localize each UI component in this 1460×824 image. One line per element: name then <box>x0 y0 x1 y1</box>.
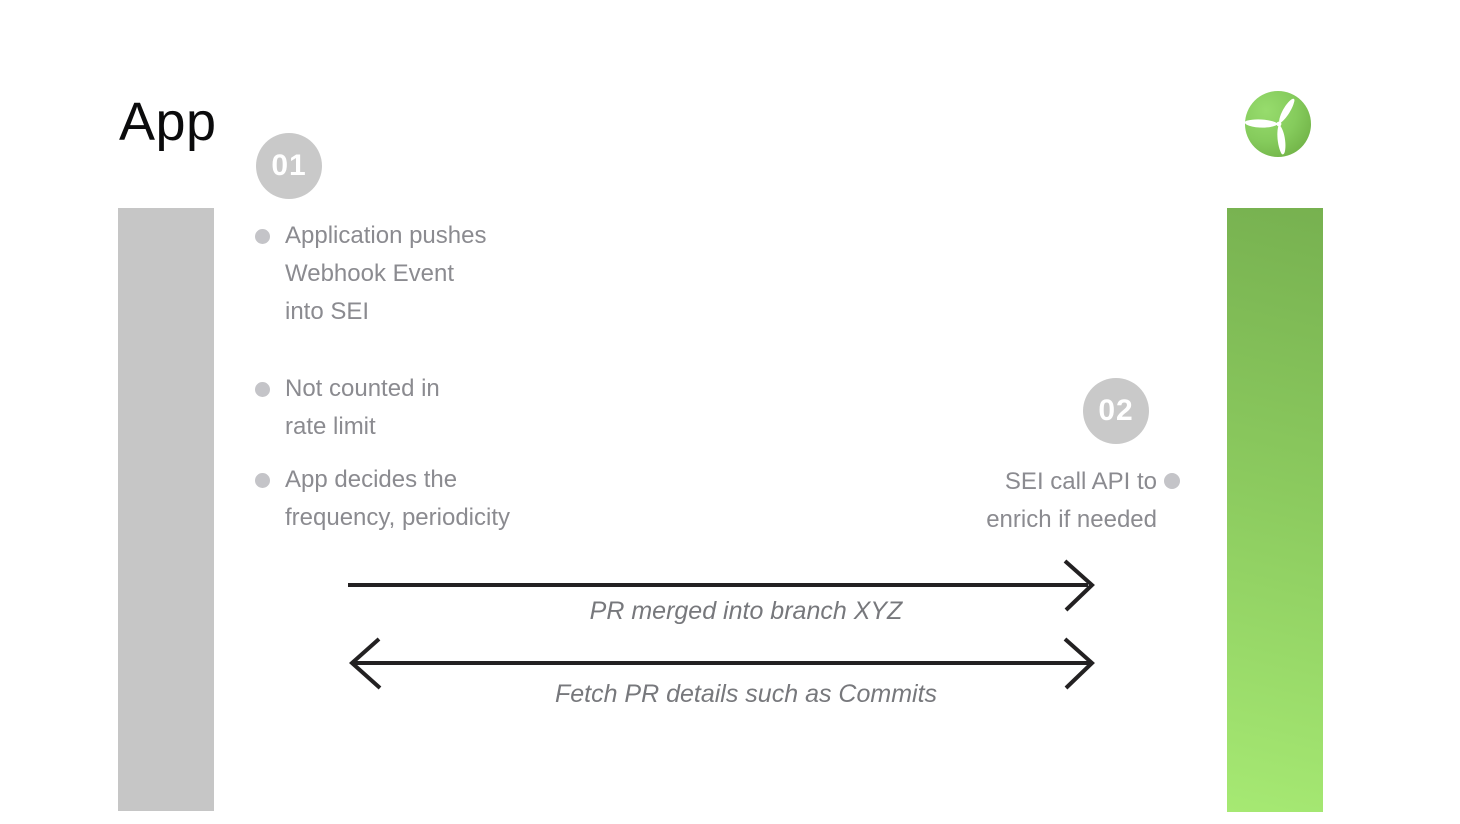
step-badge-01-label: 01 <box>271 149 307 182</box>
arrow-label-pr-merged: PR merged into branch XYZ <box>589 597 903 625</box>
note-webhook-push: Application pushes Webhook Event into SE… <box>285 217 486 331</box>
note-line: Not counted in <box>285 375 440 402</box>
app-lane-bar <box>118 208 214 811</box>
arrow-pr-merged <box>348 559 1095 612</box>
arrow-fetch-details <box>348 637 1095 690</box>
bullet-dot-icon <box>255 229 270 244</box>
propeller-logo-icon <box>1244 91 1311 157</box>
note-frequency: App decides the frequency, periodicity <box>285 461 510 537</box>
bullet-dot-icon <box>1164 473 1180 489</box>
list-item: Not counted in rate limit <box>255 370 440 446</box>
list-item: Application pushes Webhook Event into SE… <box>255 217 486 331</box>
step-badge-02: 02 <box>1083 378 1149 444</box>
note-line: frequency, periodicity <box>285 504 510 531</box>
note-line: SEI call API to <box>1004 468 1157 495</box>
bullet-dot-icon <box>255 382 270 397</box>
note-rate-limit: Not counted in rate limit <box>285 370 440 446</box>
step-badge-02-label: 02 <box>1098 394 1134 427</box>
note-line: into SEI <box>285 298 370 325</box>
bullet-dot-icon <box>255 473 270 488</box>
page-title: App <box>119 92 217 152</box>
note-line: App decides the <box>285 466 458 493</box>
list-item: App decides the frequency, periodicity <box>255 461 510 537</box>
note-line: Webhook Event <box>285 260 454 287</box>
note-line: rate limit <box>285 413 376 440</box>
note-sei-enrich: SEI call API to enrich if needed <box>890 463 1157 539</box>
note-line: enrich if needed <box>986 506 1157 533</box>
arrow-label-fetch-details: Fetch PR details such as Commits <box>554 680 938 708</box>
note-line: Application pushes <box>285 222 487 249</box>
step-badge-01: 01 <box>256 133 322 199</box>
sei-lane-bar <box>1227 208 1323 812</box>
